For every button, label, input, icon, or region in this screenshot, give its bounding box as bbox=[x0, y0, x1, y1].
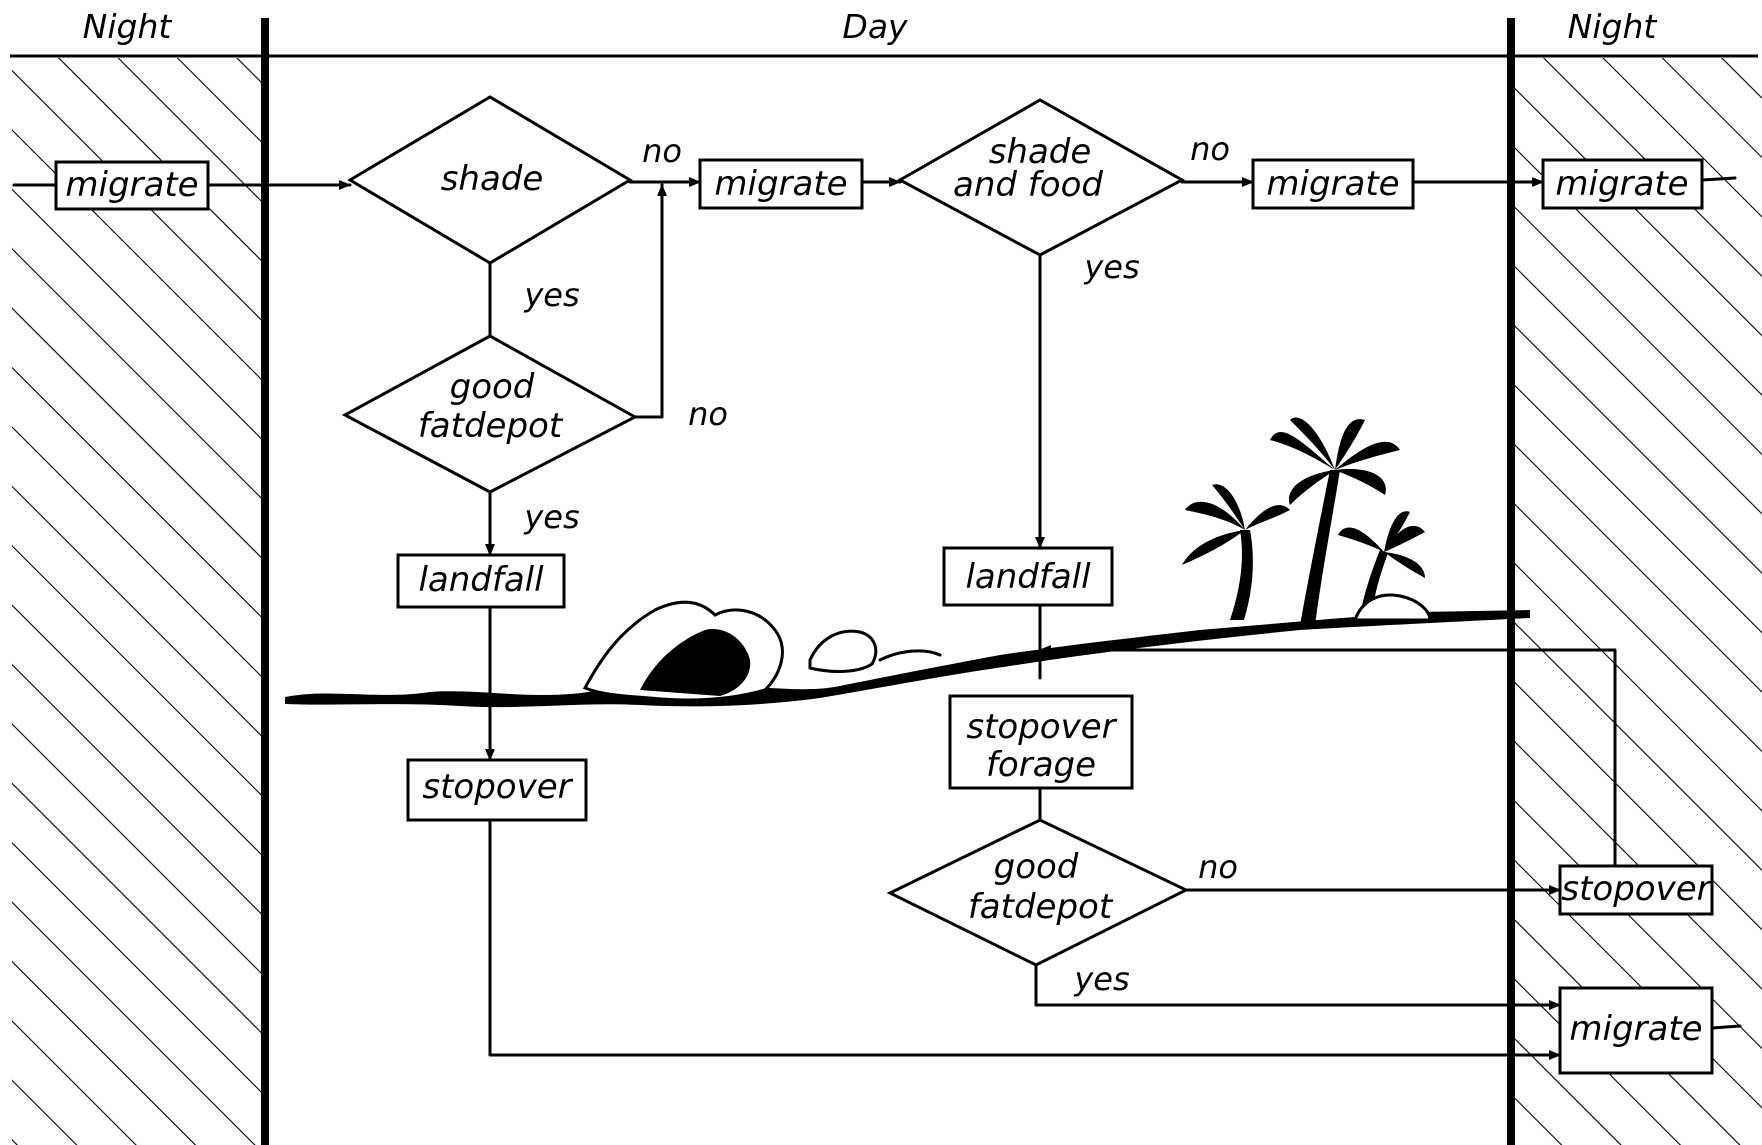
svg-text:landfall: landfall bbox=[965, 557, 1091, 597]
edge-label-fatdepot2-no: no bbox=[1198, 848, 1238, 886]
svg-text:stopover: stopover bbox=[966, 707, 1117, 747]
svg-text:good: good bbox=[994, 847, 1079, 887]
edge-label-fatdepot2-yes: yes bbox=[1073, 960, 1129, 998]
night-zone-left bbox=[12, 58, 264, 1145]
header-day: Day bbox=[842, 7, 908, 46]
svg-text:shade: shade bbox=[441, 159, 544, 199]
node-migrate-1: migrate bbox=[698, 158, 864, 210]
night-zone-right bbox=[1512, 58, 1762, 1145]
decision-shade: shade bbox=[347, 95, 633, 265]
svg-text:migrate: migrate bbox=[65, 165, 198, 205]
edge-label-fatdepot1-no: no bbox=[688, 395, 728, 433]
header-night-left: Night bbox=[83, 7, 173, 46]
node-stopover-forage: stopover forage bbox=[948, 694, 1134, 790]
svg-text:migrate: migrate bbox=[1569, 1009, 1702, 1049]
svg-text:shade: shade bbox=[989, 132, 1092, 172]
svg-text:fatdepot: fatdepot bbox=[418, 406, 564, 446]
node-landfall-1: landfall bbox=[396, 553, 566, 609]
edge-label-shade-yes: yes bbox=[523, 276, 579, 314]
decision-good-fatdepot-2: good fatdepot bbox=[886, 818, 1190, 967]
node-landfall-2: landfall bbox=[942, 546, 1114, 607]
svg-text:migrate: migrate bbox=[714, 164, 847, 204]
flow-connectors bbox=[12, 176, 1742, 1060]
decision-shade-and-food: shade and food bbox=[896, 98, 1186, 257]
node-migrate-night-end: migrate bbox=[1541, 158, 1704, 210]
svg-text:migrate: migrate bbox=[1555, 164, 1688, 204]
edge-label-shadefood-no: no bbox=[1190, 130, 1230, 168]
svg-text:stopover: stopover bbox=[422, 767, 573, 807]
decision-good-fatdepot-1: good fatdepot bbox=[341, 334, 639, 494]
edge-label-shade-no: no bbox=[642, 132, 682, 170]
palm-trees-illustration bbox=[1182, 417, 1432, 625]
svg-text:and food: and food bbox=[953, 165, 1103, 205]
node-stopover-1: stopover bbox=[406, 758, 588, 822]
shoreline-rocks-illustration bbox=[285, 600, 1530, 708]
edge-label-fatdepot1-yes: yes bbox=[523, 498, 579, 536]
node-migrate-night-final: migrate bbox=[1558, 986, 1714, 1075]
svg-text:stopover: stopover bbox=[1561, 869, 1712, 909]
svg-text:migrate: migrate bbox=[1266, 164, 1399, 204]
edge-label-shadefood-yes: yes bbox=[1083, 248, 1139, 286]
node-migrate-2: migrate bbox=[1251, 158, 1415, 210]
node-migrate-night-start: migrate bbox=[54, 160, 210, 211]
svg-text:fatdepot: fatdepot bbox=[968, 887, 1114, 927]
svg-text:good: good bbox=[450, 367, 535, 407]
svg-text:landfall: landfall bbox=[418, 560, 544, 600]
node-stopover-night: stopover bbox=[1558, 864, 1714, 916]
header-night-right: Night bbox=[1568, 7, 1658, 46]
svg-text:forage: forage bbox=[986, 745, 1096, 785]
